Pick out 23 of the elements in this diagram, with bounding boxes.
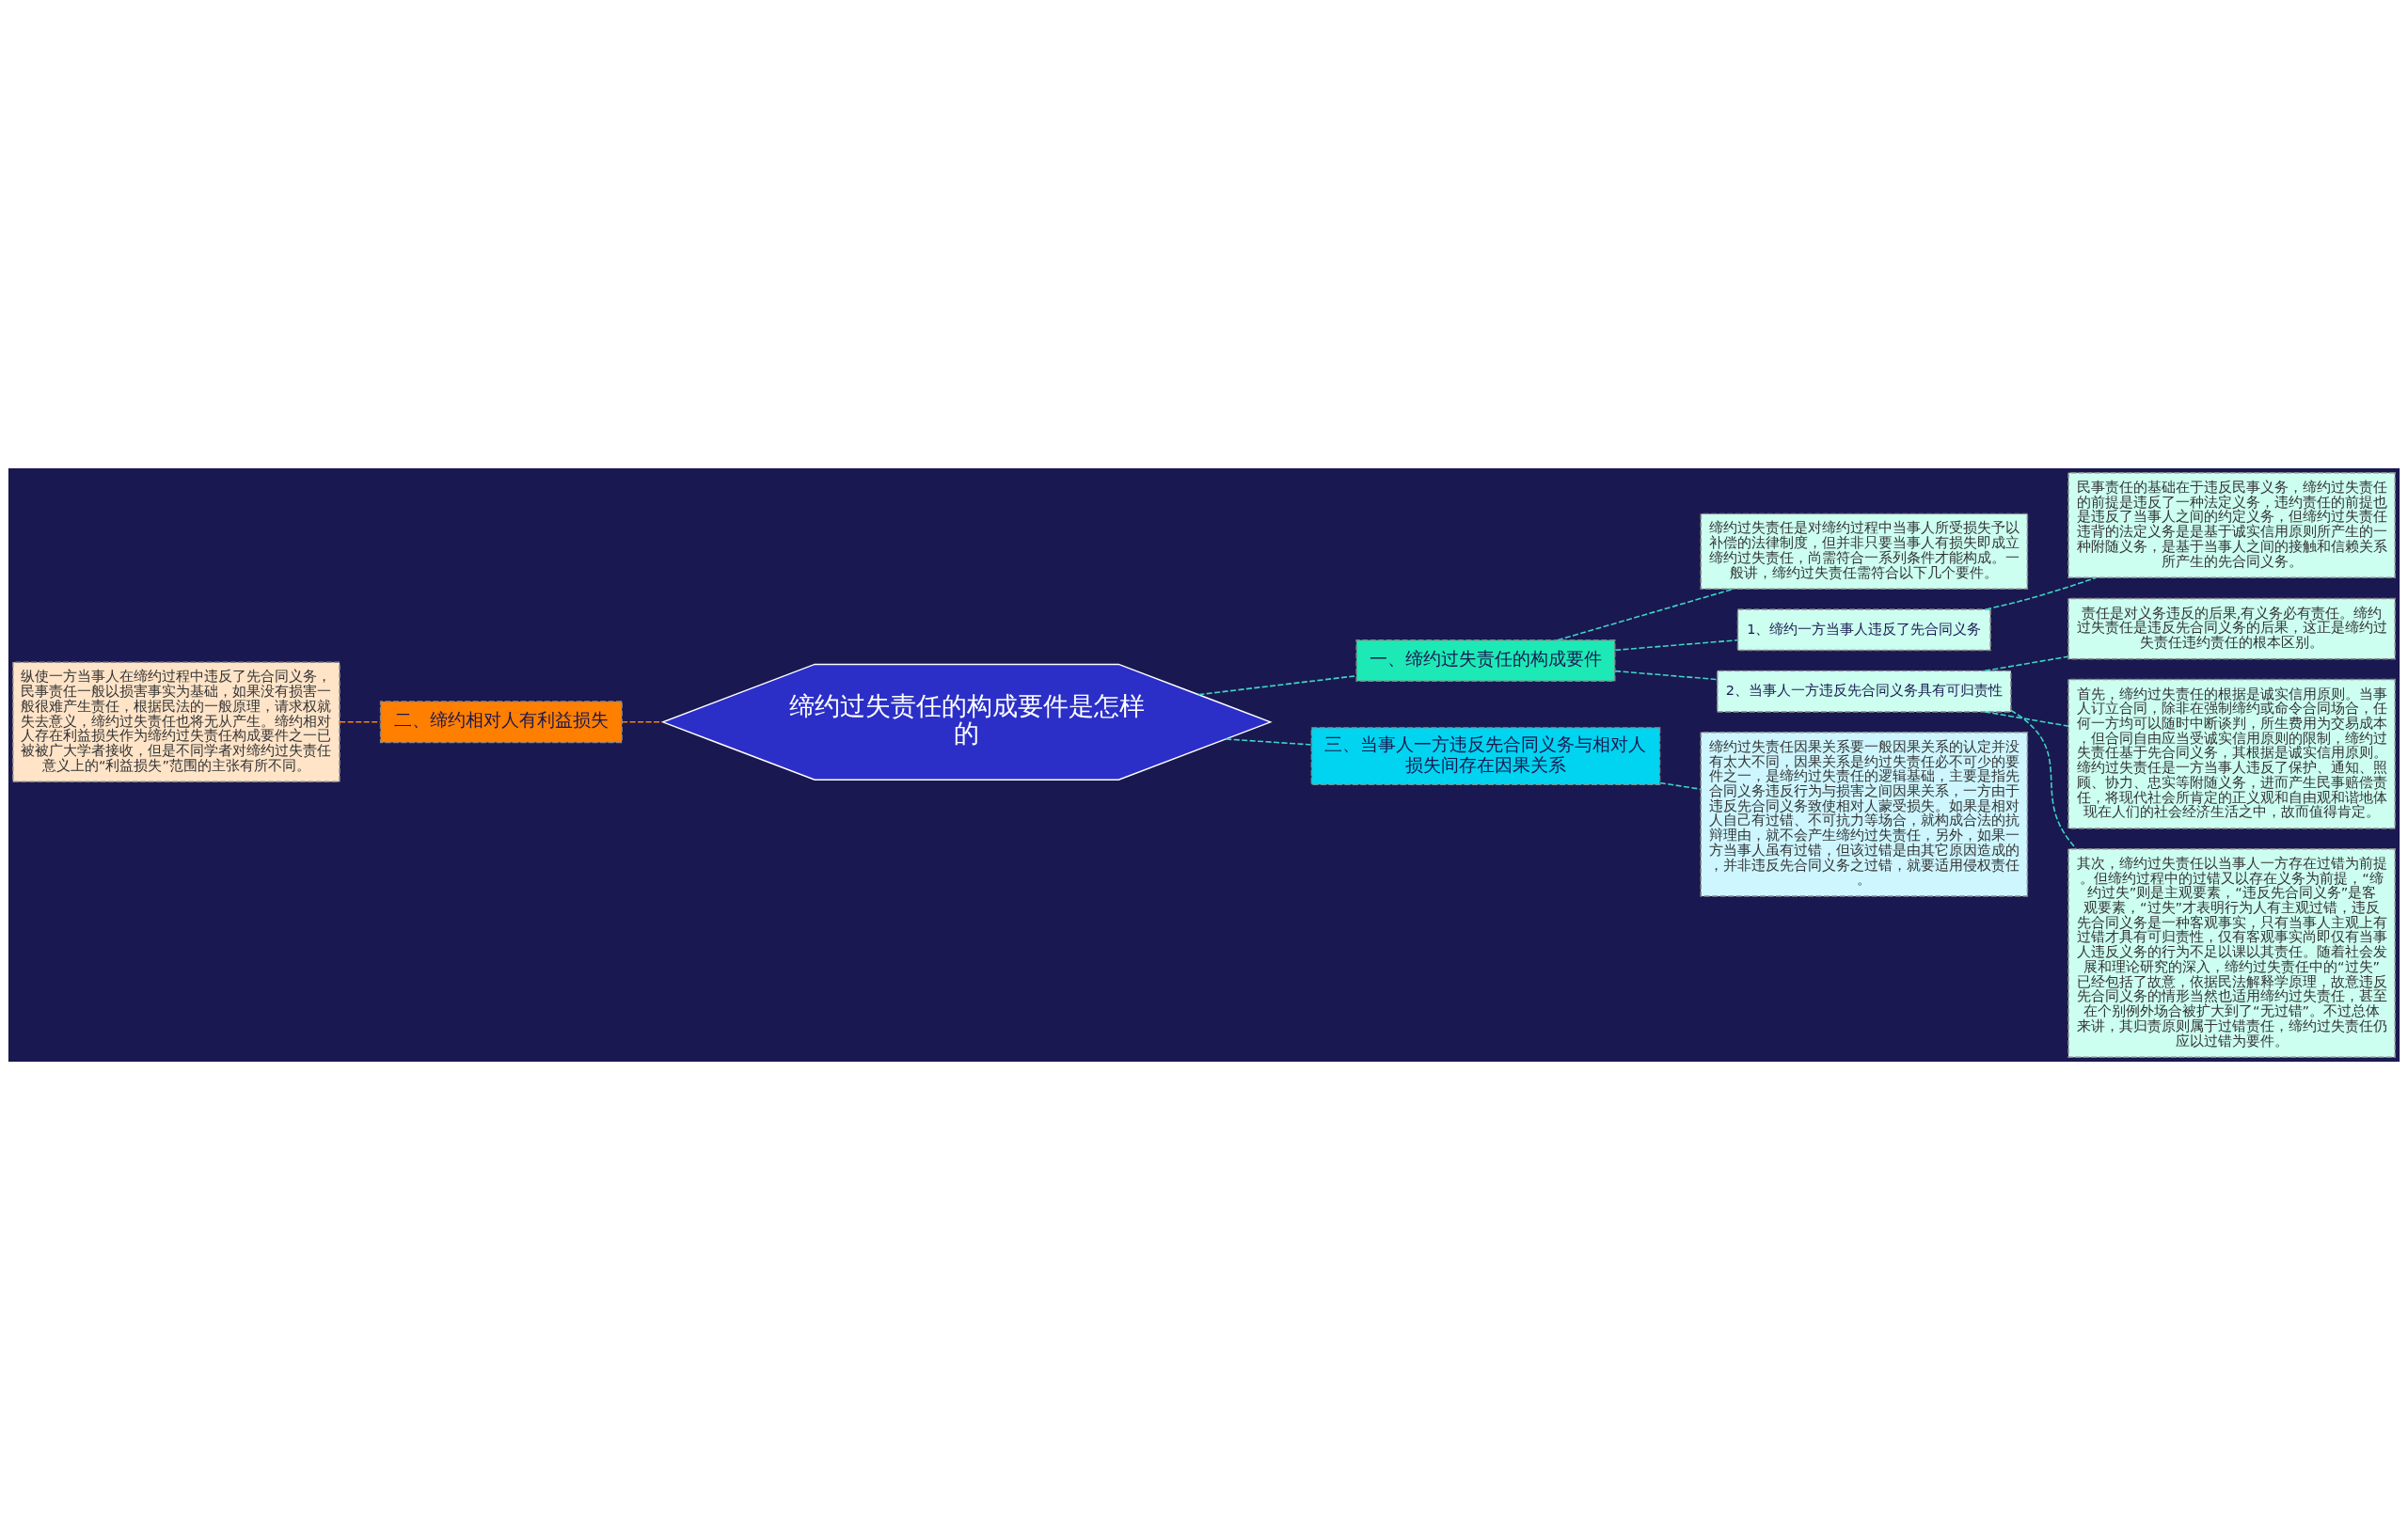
node-box: 缔约过失责任是对缔约过程中当事人所受损失予以补偿的法律制度，但并非只要当事人有损失即成立缔约过失责任，尚需符合一系列条件才能构成。一般讲，缔约过失责任需符合以下几个要件。	[1700, 513, 2029, 590]
connector	[1614, 670, 1719, 681]
connector	[1984, 655, 2069, 672]
node-box: 其次，缔约过失责任以当事人一方存在过错为前提。但缔约过程中的过错又以存在义务为前提，“缔约过失”则是主观要素，“违反先合同义务”是客观要素，“过失”才表明行为人有主观过错，违反先合同义务是一种客观事实，只有当事人主观上有过错才具有可归责性，仅有客观事实尚即仅有当事人违反义务的行为不足以课以其责任。随着社会发展和理论研究的深入，缔约过失责任中的“过失”已经包括了故意，依据民法解释学原理，故意违反先合同义务的情形当然也适用缔约过失责任，甚至在个别例外场合被扩大到了“无过错”。不过总体来讲，其归责原则属于过错责任，缔约过失责任仍应以过错为要件。	[2067, 848, 2396, 1058]
connector	[1985, 576, 2098, 610]
node-box: 缔约过失责任因果关系要一般因果关系的认定并没有太大不同，因果关系是约过失责任必不可少的要件之一，是缔约过失责任的逻辑基础，主要是指先合同义务违反行为与损害之间因果关系，一方由于违反先合同义务致使相对人蒙受损失。如果是相对人自己有过错、不可抗力等场合，就构成合法的抗辩理由，就不会产生缔约过失责任，另外，如果一方当事人虽有过错，但该过错是由其它原因造成的，并非违反先合同义务之过错，就要适用侵权责任。	[1700, 732, 2029, 897]
node-box: 民事责任的基础在于违反民事义务，缔约过失责任的前提是违反了一种法定义务，违约责任的前提也是违反了当事人之间的约定义务，但缔约过失责任违背的法定义务是是基于诚实信用原则所产生的一种附随义务，是基于当事人之间的接触和信赖关系所产生的先合同义务。	[2067, 472, 2396, 578]
connector	[2010, 709, 2077, 850]
node-box: 首先，缔约过失责任的根据是诚实信用原则。当事人订立合同，除非在强制缔约或命令合同场合，任何一方均可以随时中断谈判，所生费用为交易成本，但合同自由应当受诚实信用原则的限制，缔约过失责任基于先合同义务，其根据是诚实信用原则。缔约过失责任是一方当事人违反了保护、通知、照顾、协力、忠实等附随义务，进而产生民事赔偿责任，将现代社会所肯定的正义观和自由观和谐地体现在人们的社会经济生活之中，故而值得肯定。	[2067, 678, 2396, 829]
connector	[1225, 738, 1313, 746]
node-box: 二、缔约相对人有利益损失	[379, 701, 623, 744]
connector	[1614, 639, 1739, 652]
connector	[1557, 588, 1735, 641]
node-box: 责任是对义务违反的后果,有义务必有责任。缔约过失责任是违反先合同义务的后果，这正是缔约过失责任违约责任的根本区别。	[2067, 597, 2396, 660]
connector	[1984, 711, 2069, 727]
connector	[339, 721, 381, 723]
node-box: 1、缔约一方当事人违反了先合同义务	[1736, 608, 1991, 652]
node-box: 三、当事人一方违反先合同义务与相对人损失间存在因果关系	[1310, 727, 1661, 786]
connector	[1659, 781, 1702, 790]
node-box: 一、缔约过失责任的构成要件	[1355, 639, 1616, 682]
connector	[1197, 674, 1357, 696]
node-box: 2、当事人一方违反先合同义务具有可归责性	[1716, 670, 2012, 713]
node-box: 纵使一方当事人在缔约过程中违反了先合同义务，民事责任一般以损害事实为基础，如果没有损害一般很难产生责任，根据民法的一般原理，请求权就失去意义，缔约过失责任也将无从产生。缔约相对人存在利益损失作为缔约过失责任构成要件之一已被被广大学者接收，但是不同学者对缔约过失责任意义上的“利益损失”范围的主张有所不同。	[12, 661, 341, 783]
